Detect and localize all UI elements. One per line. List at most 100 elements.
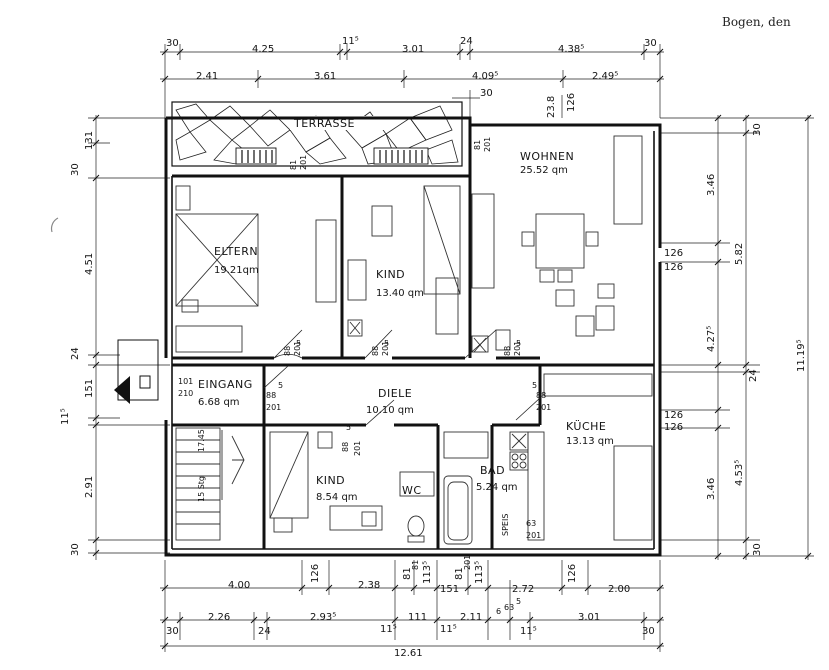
dim-bottom-2-e: 11⁵ [440,624,457,635]
door-label-kueche-a: 88 [536,391,546,400]
dim-bottom-1-c: 2.38 [358,580,380,591]
door-label-wohnen-c: 201 [513,341,522,356]
furniture-bad [399,431,489,545]
door-label-eingang-door-b: 5 [278,381,283,390]
room-name-kind1: KIND [376,268,405,281]
dim-right-g: 24 [748,369,759,382]
door-label-eltern-b: 5 [296,339,301,348]
door-label-speis-a: 63 [526,519,536,528]
dim-bottom-3-b: 24 [258,626,271,637]
dim-bottom-1-h: 113⁵ [474,561,485,584]
window-label-d: 201 [463,555,472,570]
dim-bottom-2-d: 111 [408,612,427,623]
room-name-eingang: EINGANG [198,378,253,391]
dim-right-m: 4.53⁵ [734,460,745,486]
door-swings [263,329,541,426]
exterior-walls [164,116,662,557]
dim-left-d: 24 [70,347,81,360]
dim-bottom-1-e: 113⁵ [422,561,433,584]
door-label-kueche-b: 5 [532,381,537,390]
room-name-kind2: KIND [316,474,345,487]
dim-right-f: 4.27⁵ [706,326,717,352]
dim-right-b: 126 [566,93,577,112]
room-area-kueche: 13.13 qm [566,436,614,447]
room-name-kueche: KÜCHE [566,420,606,433]
window-label-b: 201 [299,155,308,170]
dim-right-k: 30 [752,123,763,136]
door-label-kind2-a: 88 [341,442,350,452]
room-name-speis: SPEIS [501,514,510,536]
dim-left-f: 11⁵ [60,408,71,425]
door-label-kind2-c: 201 [353,441,362,456]
dim-bottom-total: 12.61 [394,648,423,659]
top-dimension-lines [160,44,664,118]
dim-bottom-2-h: 63 [504,603,514,612]
dim-bottom-1-k: 2.00 [608,584,630,595]
header-text: Bogen, den [722,15,791,29]
door-label-eingang-door-a: 88 [266,391,276,400]
dim-left-g: 2.91 [84,476,95,498]
dim-right-i: 126 [664,422,683,433]
door-label-kind1-b: 5 [384,339,389,348]
dim-top-1-a: 30 [166,38,179,49]
dim-bottom-1-j: 126 [567,564,578,583]
dim-right-total: 11.19⁵ [796,339,807,372]
terrace-area: TERRASSE [171,101,463,167]
door-label-speis-b: 201 [526,531,541,540]
room-name-bad: BAD [480,464,505,477]
door-label-kind1-c: 201 [381,341,390,356]
door-label-wohnen-a: 88 [503,346,512,356]
door-labels: 88 5 201 88 5 201 88 5 201 88 5 201 88 5… [266,137,551,570]
room-name-terrasse: TERRASSE [293,117,355,130]
dim-bottom-2-c: 11⁵ [380,624,397,635]
room-area-bad: 5.24 qm [476,482,518,493]
dim-bottom-2-f: 2.11 [460,612,482,623]
dim-top-2-d: 2.49⁵ [592,71,618,82]
dim-bottom-2-a: 2.26 [208,612,230,623]
right-dimension-lines [561,95,814,560]
dim-left-b: 131 [84,131,95,150]
dim-bottom-1-i: 2.72 [512,584,534,595]
room-area-kind1: 13.40 qm [376,288,424,299]
dim-right-a: 23.8 [546,96,557,118]
dim-left-h: 30 [70,543,81,556]
dim-bottom-2-i: 3.01 [578,612,600,623]
entrance-porch [114,339,159,404]
dim-bottom-3-a: 30 [166,626,179,637]
door-label-kind2-b: 5 [346,423,351,432]
room-area-diele: 10.10 qm [366,405,414,416]
dim-bottom-2-b: 2.93⁵ [310,612,336,623]
window-label-e: 81 [473,140,482,150]
window-label-a: 81 [289,160,298,170]
furniture-kind1 [347,185,461,337]
dim-right-c: 3.46 [706,174,717,196]
room-area-wohnen: 25.52 qm [520,165,568,176]
door-label-eingang-b: 210 [178,389,193,398]
dim-top-2-c: 4.09⁵ [472,71,498,82]
furniture-kind2 [269,431,383,533]
top-dimension-text: 30 4.25 11⁵ 3.01 24 4.38⁵ 30 2.41 3.61 4… [166,36,657,99]
dim-top-1-c: 11⁵ [342,36,359,47]
door-label-eingang-door-c: 201 [266,403,281,412]
dim-right-j: 3.46 [706,478,717,500]
dim-right-e: 126 [664,262,683,273]
dim-top-1-b: 4.25 [252,44,274,55]
room-area-kind2: 8.54 qm [316,492,358,503]
stair-label-steps: 15 Stg [197,476,206,502]
room-area-eltern: 19.21qm [214,265,259,276]
door-label-eltern-c: 201 [293,341,302,356]
dim-bottom-1-b: 126 [310,564,321,583]
room-name-wc: WC [402,484,422,497]
dim-right-h: 126 [664,410,683,421]
dim-top-2-a: 2.41 [196,71,218,82]
left-dimension-lines [88,114,170,560]
furniture-kueche [509,373,653,541]
dim-bottom-1-g: 81 [454,567,465,580]
right-dimension-text: 23.8 126 3.46 126 126 4.27⁵ 24 126 126 3… [546,93,807,556]
scan-mark [50,217,59,233]
bottom-dimension-lines [160,560,664,652]
furniture-wohnen [471,135,643,353]
dim-top-1-d: 3.01 [402,44,424,55]
